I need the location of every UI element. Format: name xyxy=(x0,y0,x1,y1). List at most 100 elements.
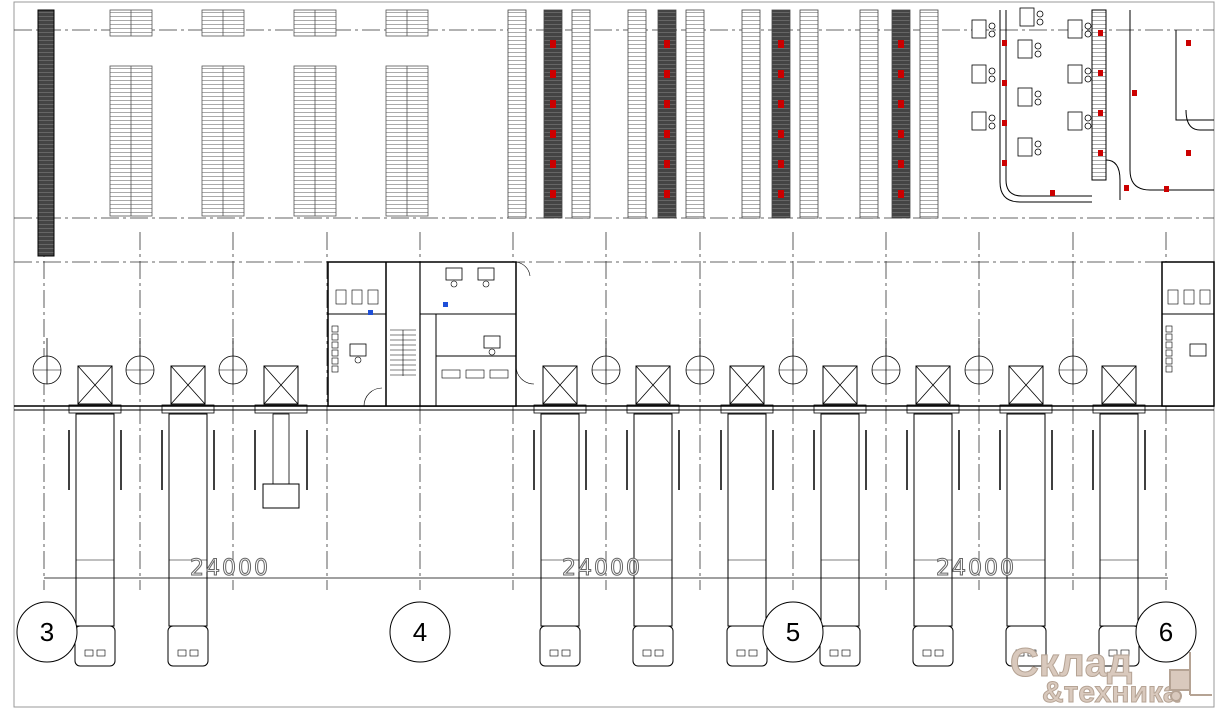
dock-leveller xyxy=(999,404,1053,414)
rack-marker xyxy=(664,70,670,78)
door-swing xyxy=(515,261,531,277)
operator-icon xyxy=(1036,10,1044,18)
dock-leveller xyxy=(161,404,215,414)
logo-line1: Склад xyxy=(1010,641,1132,685)
dock-door-cross xyxy=(635,365,671,405)
truck-light xyxy=(1027,649,1037,657)
rack-marker xyxy=(664,100,670,108)
rack-marker xyxy=(550,190,556,198)
rack-aisle xyxy=(657,9,677,219)
conveyor-marker xyxy=(1098,70,1103,76)
rack-marker xyxy=(550,40,556,48)
dock-door-cross xyxy=(915,365,951,405)
workstation xyxy=(1017,87,1033,107)
office-chair xyxy=(482,280,490,288)
office-shelf xyxy=(1165,341,1173,349)
conveyor-marker xyxy=(1002,160,1007,166)
rack-marker xyxy=(898,130,904,138)
rack-aisle xyxy=(543,9,563,219)
workstation xyxy=(1067,111,1083,131)
conveyor-marker xyxy=(1098,110,1103,116)
meeting-table xyxy=(441,369,461,379)
office-shelf xyxy=(1165,365,1173,373)
operator-icon xyxy=(1034,140,1042,148)
operator-icon xyxy=(1084,30,1092,38)
truck-cab xyxy=(539,625,581,667)
workstation xyxy=(1067,19,1083,39)
truck-light xyxy=(177,649,187,657)
toilet-stall xyxy=(367,289,379,305)
trailer xyxy=(540,413,580,627)
office-shelf xyxy=(1165,349,1173,357)
dock-leveller xyxy=(254,404,308,414)
trailer xyxy=(820,413,860,627)
dock-leveller xyxy=(813,404,867,414)
dock-door-cross xyxy=(77,365,113,405)
rack-marker xyxy=(550,160,556,168)
dock-wall xyxy=(14,405,1214,411)
workstation xyxy=(1067,64,1083,84)
dimension-label-4-5: 24000 xyxy=(562,556,642,581)
truck-cab xyxy=(726,625,768,667)
axis-label-6: 6 xyxy=(1159,617,1173,647)
office-shelf xyxy=(331,325,339,333)
door-swing xyxy=(363,387,383,407)
dock-door-cross xyxy=(263,365,299,405)
truck-cab xyxy=(74,625,116,667)
rack-aisle xyxy=(919,9,939,219)
workstation xyxy=(1017,137,1033,157)
truck-light xyxy=(736,649,746,657)
truck-light xyxy=(1120,649,1130,657)
conveyor-marker xyxy=(1124,185,1129,191)
axis-marker-4: 4 xyxy=(389,601,451,663)
office-shelf xyxy=(331,365,339,373)
rack-marker xyxy=(898,160,904,168)
office-chair xyxy=(450,280,458,288)
conveyor-marker xyxy=(1132,90,1137,96)
rack-aisle xyxy=(507,9,527,219)
rack-aisle xyxy=(741,9,761,219)
rack-marker xyxy=(778,130,784,138)
conveyor-marker xyxy=(1186,150,1191,156)
conveyor-line xyxy=(999,10,1092,203)
office-shelf xyxy=(1165,325,1173,333)
forklift-icon xyxy=(1169,652,1212,702)
rack-marker xyxy=(898,70,904,78)
dock-door-cross xyxy=(170,365,206,405)
trailer xyxy=(913,413,953,627)
rack-aisle xyxy=(571,9,591,219)
office-shelf xyxy=(331,333,339,341)
rack-marker xyxy=(664,190,670,198)
dock-leveller xyxy=(68,404,122,414)
office-desk xyxy=(483,335,501,349)
trailer xyxy=(633,413,673,627)
dock-door-cross xyxy=(1101,365,1137,405)
conveyor-line xyxy=(1105,159,1121,200)
trailer xyxy=(1006,413,1046,627)
conveyor-belt xyxy=(1091,9,1107,181)
truck-cab xyxy=(167,625,209,667)
operator-icon xyxy=(1084,114,1092,122)
dock-door-cross xyxy=(822,365,858,405)
conveyor-marker xyxy=(1002,120,1007,126)
axis-label-5: 5 xyxy=(786,617,800,647)
workstation xyxy=(971,111,987,131)
conveyor-line xyxy=(1005,10,1092,197)
dock-door-cross xyxy=(729,365,765,405)
office-shelf xyxy=(331,357,339,365)
operator-icon xyxy=(988,67,996,75)
office-desk xyxy=(349,343,367,357)
dock-leveller xyxy=(626,404,680,414)
truck-light xyxy=(829,649,839,657)
truck-light xyxy=(561,649,571,657)
truck-cab xyxy=(262,483,300,509)
workstation xyxy=(971,64,987,84)
rack-marker xyxy=(898,100,904,108)
axis-marker-6: 6 xyxy=(1135,601,1197,663)
truck-cab xyxy=(632,625,674,667)
rack-aisle xyxy=(799,9,819,219)
loading-docks xyxy=(32,338,1146,667)
dimension-label-3-4: 24000 xyxy=(190,556,270,581)
toilet-stall xyxy=(351,289,363,305)
rack-marker xyxy=(664,40,670,48)
